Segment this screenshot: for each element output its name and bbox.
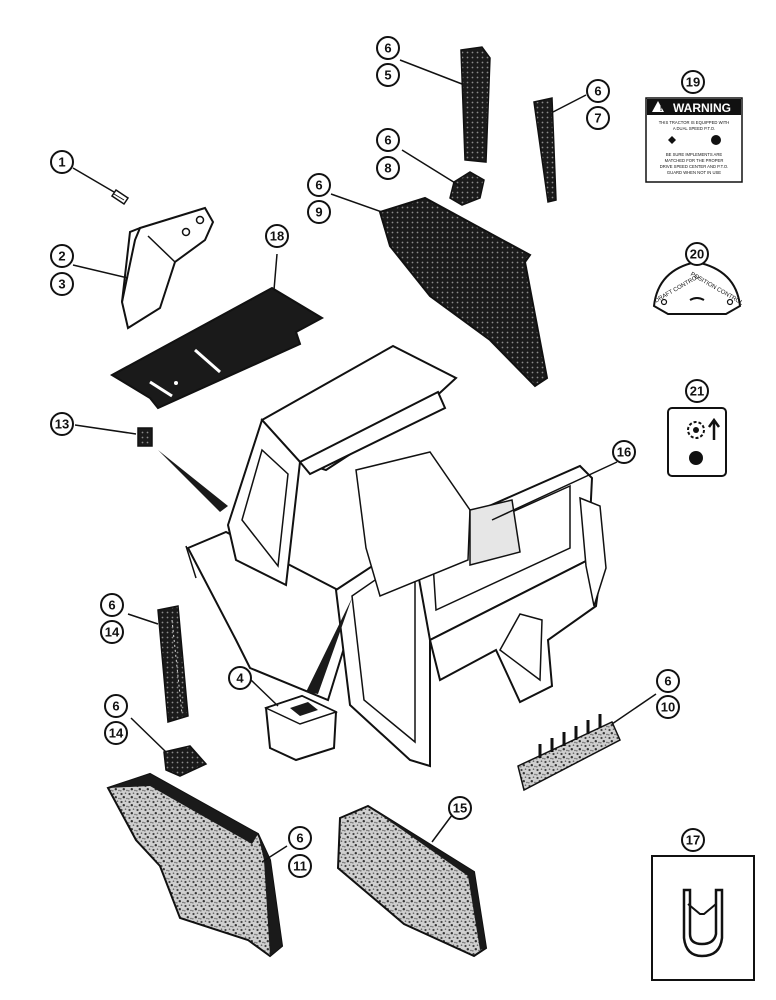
gear-icon (689, 451, 703, 465)
callout-1-label: 1 (58, 155, 65, 170)
cab-frame-part (185, 344, 607, 768)
callout-2-label: 2 (58, 249, 65, 264)
callout-7-label: 7 (594, 111, 601, 126)
tapered-strip-7-part (533, 97, 557, 203)
callout-14-label: 14 (109, 726, 124, 741)
warning-line-1: THIS TRACTOR IS EQUIPPED WITH (659, 120, 730, 125)
callout-6-label: 6 (664, 674, 671, 689)
callout-6-label: 6 (594, 84, 601, 99)
callout-4-label: 4 (236, 671, 244, 686)
callout-8: 8 (376, 156, 400, 180)
pad-11-part (106, 772, 284, 958)
callout-16: 16 (612, 440, 636, 464)
pad-15-part (336, 804, 488, 958)
arc-arrow-icon (689, 297, 705, 301)
pad-14-part (163, 745, 208, 777)
callout-14-label: 14 (105, 625, 120, 640)
leader-wedge-4 (306, 598, 352, 694)
callout-10-label: 10 (661, 700, 675, 715)
floor-mat-part (109, 286, 325, 410)
warning-line-2: A DUAL SPEED P.T.O. (673, 126, 715, 131)
callout-10: 10 (656, 695, 680, 719)
callout-6-9: 6 (307, 173, 331, 197)
callout-6-7: 6 (586, 79, 610, 103)
screw-part (110, 188, 130, 206)
hinge-bracket-part (120, 206, 215, 330)
clip-part (137, 427, 153, 447)
callout-2: 2 (50, 244, 74, 268)
warning-line-4: MATCHED FOR THE PROPER (665, 158, 724, 163)
callout-19-label: 19 (686, 75, 700, 90)
callout-6-14b: 6 (104, 694, 128, 718)
callout-9-label: 9 (315, 205, 322, 220)
callout-4: 4 (228, 666, 252, 690)
callout-6-14a: 6 (100, 593, 124, 617)
svg-text:!: ! (660, 106, 662, 113)
sprocket-icon (668, 136, 676, 144)
warning-line-6: GUARD WHEN NOT IN USE (667, 170, 721, 175)
callout-9: 9 (307, 200, 331, 224)
callout-6-label: 6 (112, 699, 119, 714)
callout-18-label: 18 (270, 229, 284, 244)
callout-6-8: 6 (376, 128, 400, 152)
callout-6-label: 6 (384, 133, 391, 148)
warning-line-3: BE SURE IMPLEMENTS ARE (666, 152, 723, 157)
callout-21: 21 (685, 379, 709, 403)
callout-15: 15 (448, 796, 472, 820)
callout-6-label: 6 (315, 178, 322, 193)
callout-3-label: 3 (58, 277, 65, 292)
callout-8-label: 8 (384, 161, 391, 176)
callout-6-label: 6 (296, 831, 303, 846)
callout-17-label: 17 (686, 833, 700, 848)
callout-17: 17 (681, 828, 705, 852)
strip-14-part (157, 605, 189, 723)
callout-13: 13 (50, 412, 74, 436)
foam-strip-5-part (460, 46, 491, 163)
strip-10-part (517, 714, 621, 792)
callout-20: 20 (685, 242, 709, 266)
callout-11: 11 (288, 854, 312, 878)
block-8-part (449, 171, 485, 206)
callout-5-label: 5 (384, 68, 391, 83)
callout-14b: 14 (104, 721, 128, 745)
callout-6-label: 6 (108, 598, 115, 613)
arrow-up-icon (707, 417, 721, 440)
callout-7: 7 (586, 106, 610, 130)
warning-heading: WARNING (673, 101, 731, 115)
callout-21-label: 21 (690, 384, 704, 399)
warning-decal-19: ! WARNING THIS TRACTOR IS EQUIPPED WITH … (645, 97, 743, 183)
callout-6-10: 6 (656, 669, 680, 693)
callout-11-label: 11 (293, 859, 307, 874)
callout-6-11: 6 (288, 826, 312, 850)
callout-18: 18 (265, 224, 289, 248)
callout-5: 5 (376, 63, 400, 87)
callout-14a: 14 (100, 620, 124, 644)
control-decal-20: DRAFT CONTROL POSITION CONTROL (652, 260, 744, 315)
warning-line-5: DRIVE SPEED CENTER AND P.T.O. (660, 164, 729, 169)
callout-6-label: 6 (384, 41, 391, 56)
callout-15-label: 15 (453, 801, 467, 816)
callout-19: 19 (681, 70, 705, 94)
disc-icon (711, 135, 721, 145)
callout-1: 1 (50, 150, 74, 174)
callout-13-label: 13 (55, 417, 69, 432)
clip-decal-17 (651, 855, 755, 981)
foam-panel-9-part (378, 196, 549, 388)
leader-wedge-13 (158, 450, 228, 512)
callout-6-5: 6 (376, 36, 400, 60)
container-part (263, 694, 339, 762)
callout-16-label: 16 (617, 445, 631, 460)
leader-lines (72, 59, 657, 863)
callout-20-label: 20 (690, 247, 704, 262)
callout-3: 3 (50, 272, 74, 296)
sprocket-decal-21 (667, 407, 727, 477)
